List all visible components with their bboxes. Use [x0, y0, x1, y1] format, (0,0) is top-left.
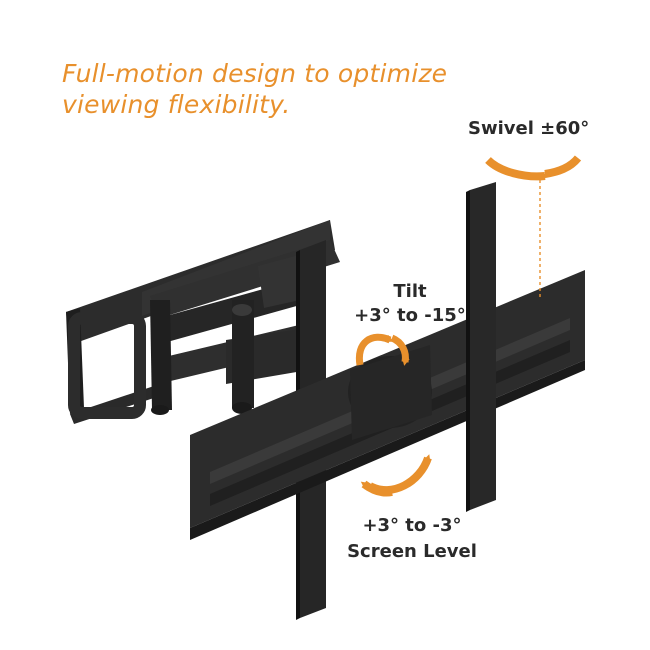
tilt-arrow-icon — [355, 333, 394, 366]
tilt-arrow-icon-2 — [390, 334, 410, 366]
screen-level-range: +3° to -3° — [362, 515, 462, 536]
swivel-arrow-icon — [485, 156, 549, 181]
headline-line-2: viewing flexibility. — [62, 90, 291, 119]
swivel-label: Swivel ±60° — [468, 118, 590, 139]
level-arrow-icon — [368, 454, 432, 494]
screen-level-title: Screen Level — [347, 541, 477, 562]
headline-line-1: Full-motion design to optimize — [62, 59, 448, 88]
swivel-arrow-icon-right — [544, 155, 582, 178]
tilt-label: Tilt +3° to -15° — [345, 280, 475, 328]
screen-level-label: +3° to -3° Screen Level — [338, 513, 486, 565]
headline: Full-motion design to optimize viewing f… — [62, 58, 482, 120]
tilt-title: Tilt — [393, 281, 427, 302]
level-arrow-icon-left — [360, 480, 393, 497]
vertical-bracket-right — [466, 182, 496, 512]
tilt-range: +3° to -15° — [354, 305, 466, 326]
